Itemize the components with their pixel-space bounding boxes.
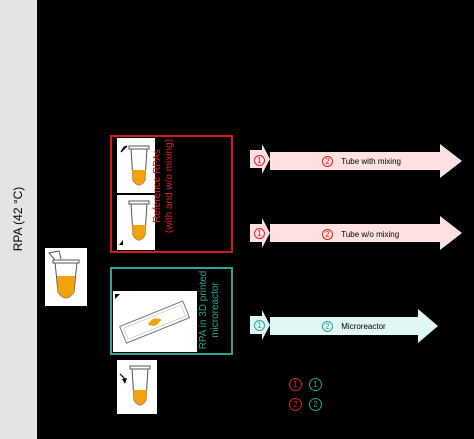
row2-step1: 1 <box>254 228 265 239</box>
row-arrows <box>250 144 462 343</box>
legend-teal-1: 1 <box>309 374 322 392</box>
microreactor-chip-icon <box>115 294 191 344</box>
reference-label-line-1: Reference RPAs <box>152 149 163 223</box>
row2-label: Tube w/o mixing <box>341 230 400 239</box>
microreactor-group-frame <box>110 267 233 355</box>
row1-label: Tube with mixing <box>341 157 401 166</box>
reference-tube-tile-2 <box>117 195 155 250</box>
legend-red-1: 1 <box>289 374 302 392</box>
legend-teal-2: 2 <box>309 394 322 412</box>
row3-step2: 2 <box>322 321 333 332</box>
legend-red-2: 2 <box>289 394 302 412</box>
row2-label-group: 2 Tube w/o mixing <box>322 229 399 240</box>
row2-step2: 2 <box>322 229 333 240</box>
row1-long-arrow <box>270 144 462 178</box>
row3-long-arrow <box>270 309 438 343</box>
rpa-temperature-label: RPA (42 °C) <box>11 186 25 252</box>
mixing-tube-icon <box>120 145 150 186</box>
row3-label: Microreactor <box>341 322 386 331</box>
microreactor-tile <box>113 291 197 352</box>
microreactor-group-label: RPA in 3D printed microreactor <box>198 270 224 350</box>
open-tube-icon <box>48 250 80 299</box>
row3-label-group: 2 Microreactor <box>322 321 386 332</box>
reference-tube-tile-1 <box>117 138 155 193</box>
reference-label-line-2: (with and w/o mixing) <box>164 139 175 233</box>
microreactor-label-line-1: RPA in 3D printed <box>198 270 209 350</box>
microreactor-label-line-2: microreactor <box>210 282 221 338</box>
row1-step2: 2 <box>322 156 333 167</box>
mixing-tube-icon <box>119 365 151 406</box>
reference-group-frame <box>110 135 233 253</box>
row1-label-group: 2 Tube with mixing <box>322 156 401 167</box>
row3-step1: 1 <box>254 320 265 331</box>
row2-long-arrow <box>270 216 462 250</box>
rpa-band <box>0 0 37 439</box>
bottom-tube-tile <box>117 360 157 414</box>
tube-icon <box>119 200 150 245</box>
reference-group-label: Reference RPAs (with and w/o mixing) <box>152 136 178 236</box>
sample-tube-tile <box>45 248 87 306</box>
row1-step1: 1 <box>254 155 265 166</box>
